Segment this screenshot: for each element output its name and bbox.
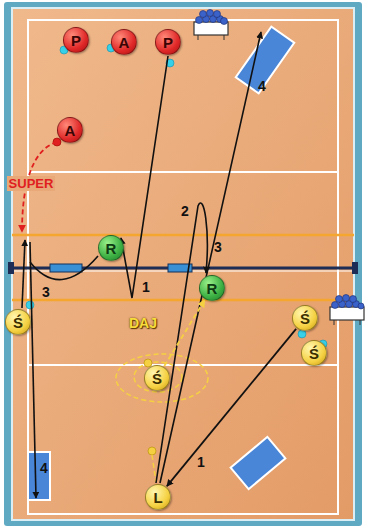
target-mat — [236, 27, 294, 94]
ball-cart — [200, 11, 207, 18]
ball-cart — [360, 320, 361, 325]
callout-number: 4 — [38, 460, 50, 476]
movement-zone — [116, 354, 208, 402]
player-marker-dot — [298, 330, 306, 338]
player-letter: A — [65, 123, 76, 138]
serve-arrow — [167, 329, 296, 486]
ball-path — [30, 242, 36, 498]
red-player: P — [155, 29, 181, 55]
callout-number: 3 — [40, 284, 52, 300]
edge-label: DAJ — [127, 315, 159, 331]
green-player: R — [98, 235, 124, 261]
pass-arrow — [164, 300, 204, 366]
court-frame — [4, 2, 362, 526]
red-player: A — [111, 29, 137, 55]
court-frame — [4, 2, 362, 526]
yellow-player: Ś — [5, 309, 31, 335]
net — [8, 262, 358, 274]
callout-number: 3 — [212, 239, 224, 255]
zone-line — [12, 234, 354, 237]
ball-cart — [358, 303, 364, 309]
ball-cart — [330, 307, 364, 320]
callout-number: 1 — [140, 279, 152, 295]
ball-cart — [196, 17, 203, 24]
movement-zone — [134, 362, 182, 392]
edge-label: 1 — [195, 454, 207, 470]
ball-path — [156, 203, 207, 483]
player-letter: Ś — [300, 311, 310, 326]
player-marker-dot — [26, 44, 327, 455]
ball-cart — [336, 296, 343, 303]
player-letter: Ś — [152, 371, 162, 386]
player-letter: P — [71, 33, 81, 48]
ball-cart — [207, 10, 214, 17]
player-letter: Ś — [13, 315, 23, 330]
yellow-player: Ś — [144, 365, 170, 391]
ball-cart — [198, 35, 199, 40]
ball-cart — [334, 320, 335, 325]
ball-cart — [214, 11, 221, 18]
ball-cart — [224, 35, 225, 40]
zone-line — [12, 235, 354, 300]
player-marker-dot — [26, 301, 34, 309]
net — [8, 262, 14, 274]
ball-path — [30, 256, 98, 280]
player-letter: L — [153, 490, 162, 505]
target-mat — [231, 437, 286, 489]
ball-path — [160, 32, 261, 483]
ball-cart — [221, 18, 228, 25]
ball-path — [22, 240, 25, 308]
yellow-player: Ś — [292, 305, 318, 331]
net — [352, 262, 358, 274]
ball-cart — [343, 295, 350, 302]
yellow-player: Ś — [301, 340, 327, 366]
callout-number: 2 — [179, 203, 191, 219]
target-mat — [28, 452, 50, 500]
net — [50, 264, 82, 272]
ball-cart — [332, 302, 339, 309]
player-letter: A — [119, 35, 130, 50]
action-label: SUPER — [7, 176, 56, 191]
player-letter: P — [163, 35, 173, 50]
court-line — [28, 364, 338, 366]
movement-zone — [116, 354, 208, 482]
court-line — [28, 171, 338, 173]
player-letter: R — [207, 281, 218, 296]
callout-number: 4 — [256, 78, 268, 94]
ball-cart — [194, 10, 364, 326]
player-marker-dot — [148, 447, 156, 455]
movement-zone — [152, 455, 156, 482]
ball-path — [121, 56, 168, 298]
target-mat — [28, 27, 294, 500]
ball-path — [22, 32, 261, 498]
red-player: A — [57, 117, 83, 143]
yellow-player: L — [145, 484, 171, 510]
red-player: P — [63, 27, 89, 53]
court-frame — [12, 8, 354, 520]
player-letter: Ś — [309, 346, 319, 361]
green-player: R — [199, 275, 225, 301]
ball-cart — [332, 295, 365, 310]
ball-cart — [350, 296, 357, 303]
ball-cart — [196, 10, 228, 25]
player-letter: R — [106, 241, 117, 256]
